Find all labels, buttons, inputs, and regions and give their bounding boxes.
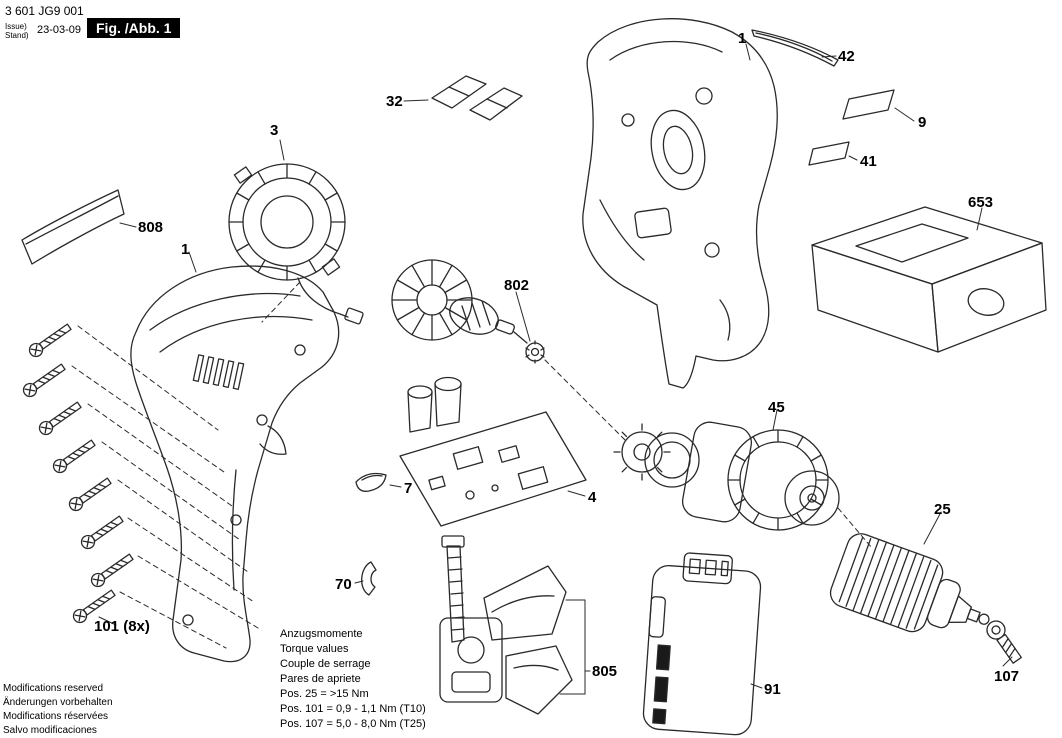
callout-part-41: 41 xyxy=(860,153,877,170)
modifications-note-line: Salvo modificaciones xyxy=(3,725,97,736)
modifications-note: Modifications reserved Änderungen vorbeh… xyxy=(3,682,113,738)
housing-left-1 xyxy=(130,265,340,663)
callout-part-1-left: 1 xyxy=(181,241,190,258)
armature-802 xyxy=(391,259,545,364)
modifications-note-line: Modifications reserved xyxy=(3,683,104,694)
motor-stator-3 xyxy=(228,163,364,325)
foot-assembly-805 xyxy=(439,535,573,715)
issue-label: Issue) xyxy=(5,22,27,31)
assembly-axis-lines xyxy=(71,281,873,649)
housing-screws-101 xyxy=(20,320,136,626)
battery-pack-91 xyxy=(642,552,762,736)
label-41 xyxy=(808,141,850,166)
torque-note-line: Anzugsmomente xyxy=(280,628,363,640)
panel-808 xyxy=(21,189,125,265)
stand-label: Stand) xyxy=(5,31,29,40)
callout-part-25: 25 xyxy=(934,501,951,518)
torque-note-line: Pos. 107 = 5,0 - 8,0 Nm (T25) xyxy=(280,718,426,730)
document-number: 3 601 JG9 001 xyxy=(5,4,84,18)
torque-note-line: Pares de apriete xyxy=(280,673,361,685)
callout-part-808: 808 xyxy=(138,219,164,236)
callout-part-9: 9 xyxy=(918,114,927,131)
callout-part-45: 45 xyxy=(768,399,785,416)
callout-part-107: 107 xyxy=(994,668,1020,685)
callout-part-32: 32 xyxy=(386,93,403,110)
label-9 xyxy=(842,89,895,120)
callout-part-91: 91 xyxy=(764,681,781,698)
torque-note-line: Pos. 101 = 0,9 - 1,1 Nm (T10) xyxy=(280,703,426,715)
callout-part-3: 3 xyxy=(270,122,279,139)
selector-lever-7 xyxy=(355,472,387,492)
callout-part-42: 42 xyxy=(838,48,855,65)
gearbox-45 xyxy=(613,421,840,531)
callout-part-802: 802 xyxy=(504,277,530,294)
callout-part-1-right: 1 xyxy=(738,30,747,47)
modifications-note-line: Änderungen vorbehalten xyxy=(3,697,113,708)
chuck-screw-107 xyxy=(986,620,1022,664)
callout-part-7: 7 xyxy=(404,480,413,497)
callout-part-101: 101 (8x) xyxy=(94,618,150,635)
u-clip-70 xyxy=(361,561,377,596)
clip-set-32 xyxy=(431,75,523,121)
torque-note-line: Torque values xyxy=(280,643,349,655)
torque-note-line: Couple de serrage xyxy=(280,658,371,670)
callout-part-70: 70 xyxy=(335,576,352,593)
callout-part-4: 4 xyxy=(588,489,597,506)
figure-label: Fig. /Abb. 1 xyxy=(87,18,181,38)
torque-note: Anzugsmomente Torque values Couple de se… xyxy=(280,627,426,732)
electronics-board-4 xyxy=(399,376,587,527)
issue-date: 23-03-09 xyxy=(37,24,82,36)
chuck-25 xyxy=(829,533,990,633)
callout-part-805: 805 xyxy=(592,663,618,680)
leader-lines xyxy=(98,43,1013,695)
callout-part-653: 653 xyxy=(968,194,994,211)
label-strip-42 xyxy=(751,29,839,67)
housing-right-1 xyxy=(582,18,778,389)
modifications-note-line: Modifications réservées xyxy=(3,711,109,722)
charger-653 xyxy=(811,206,1047,353)
torque-note-line: Pos. 25 = >15 Nm xyxy=(280,688,369,700)
